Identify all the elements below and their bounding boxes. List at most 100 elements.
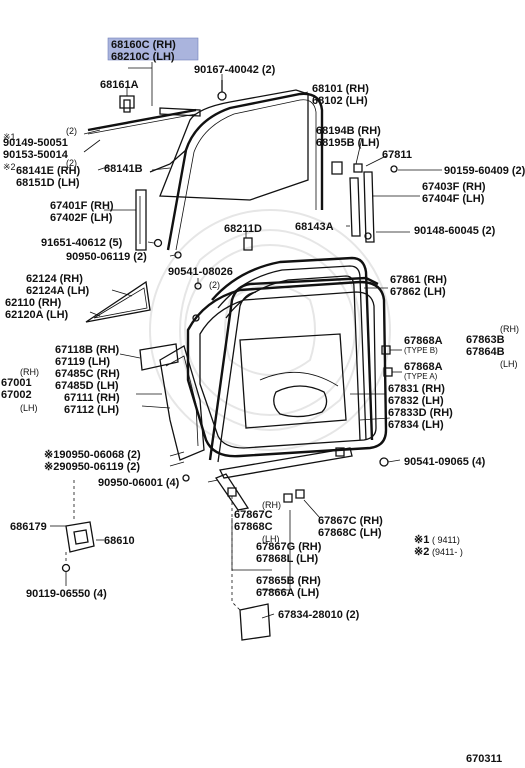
label-68141E-qty: (2) bbox=[66, 158, 77, 168]
label-type-b: (TYPE B) bbox=[404, 346, 438, 355]
label-67485C[interactable]: 67485C (RH) bbox=[55, 368, 120, 380]
label-67112[interactable]: 67112 (LH) bbox=[64, 404, 119, 416]
lower-weatherstrip bbox=[215, 447, 353, 511]
label-68101[interactable]: 68101 (RH) bbox=[312, 83, 369, 95]
label-67485D[interactable]: 67485D (LH) bbox=[55, 380, 119, 392]
legend-note2-range: (9411- ) bbox=[432, 547, 463, 557]
label-67831[interactable]: 67831 (RH) bbox=[388, 383, 445, 395]
label-67403F[interactable]: 67403F (RH) bbox=[422, 181, 486, 193]
label-67401F[interactable]: 67401F (RH) bbox=[50, 200, 114, 212]
corner-trim-62124 bbox=[85, 280, 151, 323]
label-67404F[interactable]: 67404F (LH) bbox=[422, 193, 485, 205]
label-62120A[interactable]: 62120A (LH) bbox=[5, 309, 69, 321]
label-67834[interactable]: 67834 (LH) bbox=[388, 419, 444, 431]
label-68211D[interactable]: 68211D bbox=[224, 223, 262, 235]
label-90950-06001[interactable]: 90950-06001 (4) bbox=[98, 477, 180, 489]
label-90149[interactable]: 90149-50051 bbox=[3, 137, 68, 149]
clip-68211D bbox=[243, 237, 253, 251]
label-rh-small: (RH) bbox=[262, 500, 281, 510]
label-68141B[interactable]: 68141B bbox=[104, 163, 143, 175]
label-67864B-lh: (LH) bbox=[500, 359, 518, 369]
label-91651[interactable]: 91651-40612 (5) bbox=[41, 237, 123, 249]
label-67868A-2[interactable]: 67868A bbox=[404, 361, 443, 373]
legend-note2-mark: ※2 bbox=[414, 546, 429, 558]
label-67001-rh: (RH) bbox=[20, 367, 39, 377]
channel-67403F bbox=[349, 171, 375, 243]
label-67402F[interactable]: 67402F (LH) bbox=[50, 212, 113, 224]
label-68195B[interactable]: 68195B (LH) bbox=[316, 137, 380, 149]
label-67863B-rh: (RH) bbox=[500, 324, 519, 334]
part-labels: 68161A 90167-40042 (2) 68101 (RH) 68102 … bbox=[1, 64, 525, 621]
channel-67401F bbox=[135, 189, 147, 251]
label-67865B[interactable]: 67865B (RH) bbox=[256, 575, 321, 587]
label-90159[interactable]: 90159-60409 (2) bbox=[444, 165, 525, 177]
door-glass bbox=[159, 89, 309, 201]
label-67868A-1[interactable]: 67868A bbox=[404, 335, 443, 347]
label-62124[interactable]: 62124 (RH) bbox=[26, 273, 83, 285]
label-67862[interactable]: 67862 (LH) bbox=[390, 286, 446, 298]
cover-67834-28010 bbox=[239, 603, 271, 641]
label-90149-qty: (2) bbox=[66, 126, 77, 136]
label-type-a: (TYPE A) bbox=[404, 372, 438, 381]
label-67866A[interactable]: 67866A (LH) bbox=[256, 587, 320, 599]
label-note2-mark: ※2 bbox=[3, 162, 16, 172]
label-90119[interactable]: 90119-06550 (4) bbox=[26, 588, 107, 600]
label-lh-small: (LH) bbox=[262, 534, 280, 544]
label-90950-06119a[interactable]: 90950-06119 (2) bbox=[66, 251, 147, 263]
highlight-box bbox=[107, 37, 199, 61]
label-67111[interactable]: 67111 (RH) bbox=[64, 392, 120, 404]
label-67867G[interactable]: 67867G (RH) bbox=[256, 541, 322, 553]
door-panel bbox=[186, 280, 388, 458]
legend-note1-mark: ※1 bbox=[414, 534, 429, 546]
label-67834-28010[interactable]: 67834-28010 (2) bbox=[278, 609, 360, 621]
label-62124A[interactable]: 62124A (LH) bbox=[26, 285, 90, 297]
label-67832[interactable]: 67832 (LH) bbox=[388, 395, 444, 407]
label-68141E[interactable]: 68141E (RH) bbox=[16, 165, 81, 177]
label-67864B[interactable]: 67864B bbox=[466, 346, 505, 358]
clip-68161A bbox=[119, 95, 135, 113]
label-68160C[interactable]: 68160C (RH) bbox=[111, 39, 176, 51]
label-686179[interactable]: 686179 bbox=[10, 521, 47, 533]
label-67868C-a[interactable]: 67868C bbox=[234, 521, 273, 533]
weatherstrip-67831 bbox=[208, 276, 379, 463]
clips-68194B bbox=[331, 161, 398, 175]
label-67001[interactable]: 67001 bbox=[1, 377, 32, 389]
label-90950-06119b[interactable]: ※290950-06119 (2) bbox=[44, 461, 140, 473]
label-67119[interactable]: 67119 (LH) bbox=[55, 356, 110, 368]
label-67861[interactable]: 67861 (RH) bbox=[390, 274, 447, 286]
label-62110[interactable]: 62110 (RH) bbox=[5, 297, 62, 309]
label-67868L[interactable]: 67868L (LH) bbox=[256, 553, 318, 565]
label-68610[interactable]: 68610 bbox=[104, 535, 135, 547]
label-67833D[interactable]: 67833D (RH) bbox=[388, 407, 453, 419]
inner-panel-67111 bbox=[139, 343, 205, 461]
label-90541-08026-qty: (2) bbox=[209, 280, 220, 290]
window-run-channel-strip bbox=[87, 107, 201, 135]
label-68194B[interactable]: 68194B (RH) bbox=[316, 125, 381, 137]
label-90148[interactable]: 90148-60045 (2) bbox=[414, 225, 496, 237]
label-67811[interactable]: 67811 bbox=[382, 149, 412, 161]
label-67002[interactable]: 67002 bbox=[1, 389, 32, 401]
label-90153[interactable]: 90153-50014 bbox=[3, 149, 69, 161]
label-67867C-b[interactable]: 67867C (RH) bbox=[318, 515, 383, 527]
label-67867C-a[interactable]: 67867C bbox=[234, 509, 273, 521]
legend-note1-range: ( 9411) bbox=[432, 535, 460, 545]
label-67868C-b[interactable]: 67868C (LH) bbox=[318, 527, 382, 539]
label-90167[interactable]: 90167-40042 (2) bbox=[194, 64, 276, 76]
label-note1-mark: ※1 bbox=[3, 132, 16, 142]
illustration-code: 670311 bbox=[466, 753, 502, 765]
label-68151D[interactable]: 68151D (LH) bbox=[16, 177, 80, 189]
label-90541-08026[interactable]: 90541-08026 bbox=[168, 266, 233, 278]
label-68102[interactable]: 68102 (LH) bbox=[312, 95, 368, 107]
label-67118B[interactable]: 67118B (RH) bbox=[55, 344, 120, 356]
label-68161A[interactable]: 68161A bbox=[100, 79, 139, 91]
label-90541-09065[interactable]: 90541-09065 (4) bbox=[404, 456, 486, 468]
clips-67868A bbox=[381, 345, 393, 377]
label-67863B[interactable]: 67863B bbox=[466, 334, 505, 346]
leader-lines bbox=[50, 62, 442, 619]
clips-bottom bbox=[182, 447, 389, 503]
label-68143A[interactable]: 68143A bbox=[295, 221, 334, 233]
label-90950-06068[interactable]: ※190950-06068 (2) bbox=[44, 449, 141, 461]
label-68210C[interactable]: 68210C (LH) bbox=[111, 51, 175, 63]
label-67002-lh: (LH) bbox=[20, 403, 38, 413]
